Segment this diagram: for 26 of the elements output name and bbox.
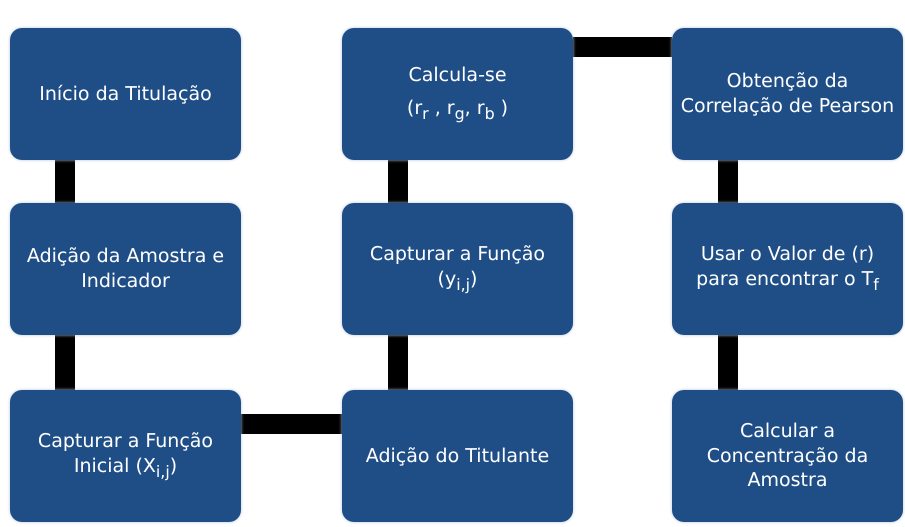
process-box xyxy=(342,390,573,522)
connector-bar xyxy=(55,335,75,390)
box-text: Adição do Titulante xyxy=(366,444,550,468)
connector-bar xyxy=(718,335,738,390)
box-text: Calcular a Concentração da Amostra xyxy=(706,418,870,494)
connector-bar xyxy=(55,160,75,203)
process-box xyxy=(672,390,903,522)
process-box xyxy=(10,390,241,522)
connector-bar xyxy=(573,37,672,57)
connector-bar xyxy=(241,414,342,434)
process-box xyxy=(10,203,241,335)
connector-bar xyxy=(718,160,738,203)
process-box xyxy=(10,28,241,160)
box-text: Calcula-se xyxy=(408,63,507,88)
process-box xyxy=(342,28,573,160)
box-text: Adição da Amostra e Indicador xyxy=(26,244,226,294)
process-box xyxy=(672,203,903,335)
connector-bar xyxy=(388,335,408,390)
box-text: Início da Titulação xyxy=(39,82,212,106)
process-box xyxy=(672,28,903,160)
process-box xyxy=(342,203,573,335)
box-text: Capturar a Função Inicial (X$_{i,j}$) xyxy=(36,429,214,483)
box-text: (r$_{r}$ , r$_{g}$, r$_{b}$ ) xyxy=(406,96,508,125)
box-text: Capturar a Função (y$_{i,j}$) xyxy=(368,242,546,296)
box-text: Obtenção da Correlação de Pearson xyxy=(680,69,896,119)
box-text: Usar o Valor de (r) para encontrar o T$_{f}$ xyxy=(695,242,880,296)
